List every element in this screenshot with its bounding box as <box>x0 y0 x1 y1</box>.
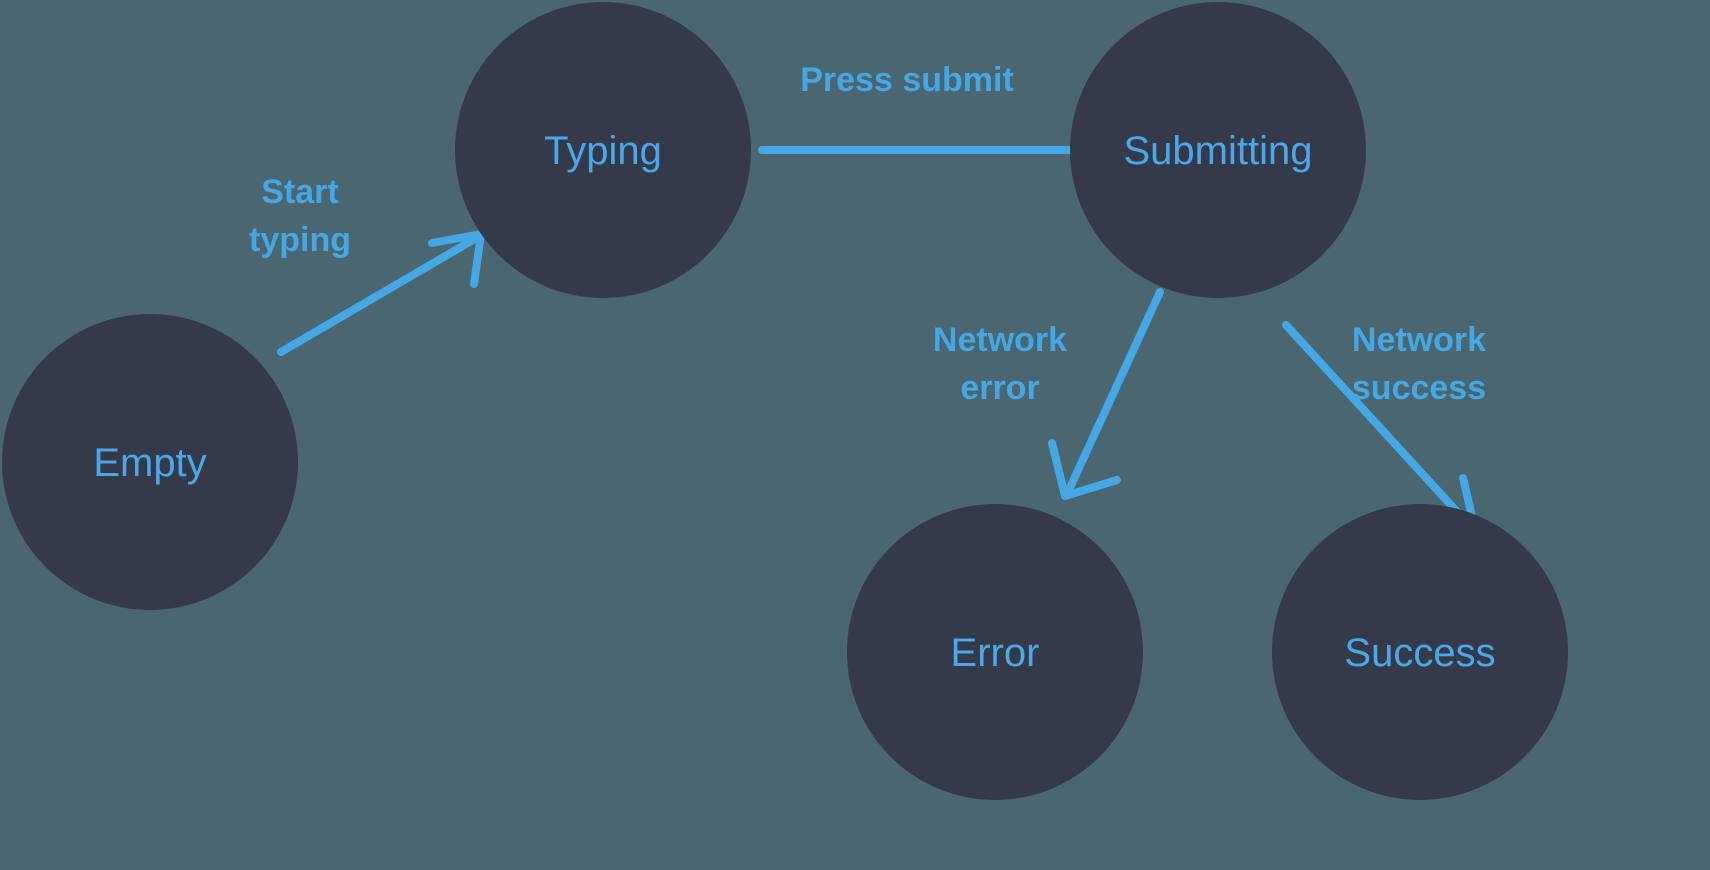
state-node-typing-circle[interactable] <box>455 2 751 298</box>
start-typing-label-line-1: Start <box>261 173 338 211</box>
transition-network-error: Network error <box>933 288 1164 500</box>
network-error-label-line-1: Network <box>933 321 1067 359</box>
network-error-label-line-2: error <box>960 369 1039 407</box>
start-typing-label-line-2: typing <box>249 221 351 259</box>
start-typing-arrow-shaft <box>277 233 482 356</box>
state-node-empty-circle[interactable] <box>2 314 298 610</box>
state-node-typing[interactable]: Typing <box>455 2 751 298</box>
state-node-success-circle[interactable] <box>1272 504 1568 800</box>
transition-press-submit: Press submit <box>758 61 1148 185</box>
transition-network-success: Network success <box>1282 321 1486 537</box>
state-node-submitting-circle[interactable] <box>1070 2 1366 298</box>
start-typing-arrow-head <box>428 230 485 288</box>
state-node-success-label: Success <box>1344 631 1495 675</box>
state-node-typing-label: Typing <box>544 129 662 173</box>
state-node-error-circle[interactable] <box>847 504 1143 800</box>
state-node-error-label: Error <box>951 631 1040 675</box>
network-success-label-line-2: success <box>1352 369 1486 407</box>
state-node-error[interactable]: Error <box>847 504 1143 800</box>
network-error-arrow-shaft <box>1064 288 1164 496</box>
state-node-empty[interactable]: Empty <box>2 314 298 610</box>
transition-start-typing: Start typing <box>249 173 485 356</box>
state-node-submitting[interactable]: Submitting <box>1070 2 1366 298</box>
state-node-submitting-label: Submitting <box>1124 129 1313 173</box>
network-success-arrow-shaft <box>1282 321 1476 532</box>
network-error-arrow-head <box>1048 439 1121 500</box>
network-success-label-line-1: Network <box>1352 321 1486 359</box>
state-node-success[interactable]: Success <box>1272 504 1568 800</box>
press-submit-label: Press submit <box>800 61 1014 99</box>
state-node-empty-label: Empty <box>93 441 206 485</box>
